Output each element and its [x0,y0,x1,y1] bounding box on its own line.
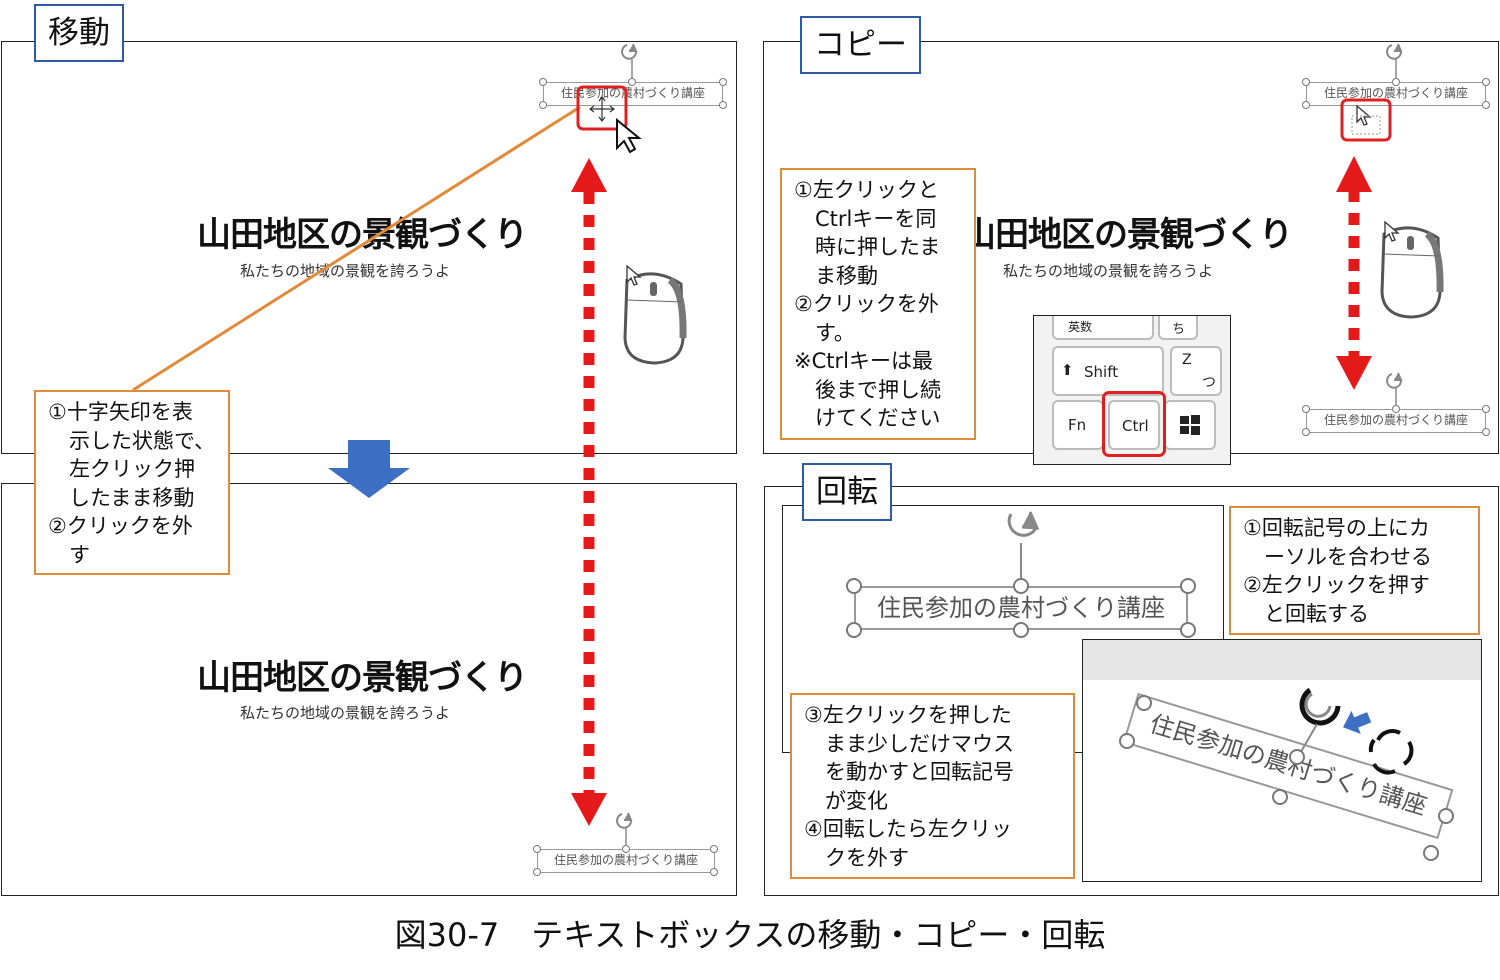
key-z: Z つ [1170,346,1222,396]
resize-handle[interactable] [1392,78,1400,86]
move-label: 移動 [34,4,124,62]
key-fn: Fn [1052,400,1104,450]
note-line: クを外す [804,845,909,870]
rotate-label: 回転 [802,463,892,521]
note-line: す [48,542,90,567]
note-line: ③左クリックを押した [804,703,1012,727]
resize-handle[interactable] [539,78,547,86]
slide-title-copy: 山田地区の景観づくり [962,215,1293,255]
textbox-rotated[interactable]: 住民参加の農村づくり講座 [1122,692,1454,840]
inset-top-bar [1083,640,1481,680]
note-line: ①回転記号の上にカ [1243,516,1430,540]
note-copy-steps: ①左クリックと Ctrlキーを同 時に押したま ま移動 ②クリックを外 す。 ※Ct… [780,168,976,440]
figure-caption: 図30-7 テキストボックスの移動・コピー・回転 [394,916,1106,954]
resize-handle[interactable] [719,101,727,109]
resize-handle[interactable] [1013,622,1029,638]
note-rotate-steps-2: ③左クリックを押した まま少しだけマウス を動かすと回転記号 が変化 ④回転したら… [790,693,1075,879]
resize-handle[interactable] [1302,101,1310,109]
note-line: まま少しだけマウス [804,731,1014,756]
resize-handle[interactable] [1482,405,1490,413]
note-line: 後まで押し続 [794,377,941,402]
slide-subtitle-before: 私たちの地域の景観を誇ろうよ [240,262,451,280]
shift-arrow-icon: ⬆ [1061,361,1074,379]
resize-handle[interactable] [710,868,718,876]
note-line: ま移動 [794,263,878,288]
key-ctrl: Ctrl [1108,400,1160,450]
slide-subtitle-after: 私たちの地域の景観を誇ろうよ [240,704,451,722]
resize-handle[interactable] [846,578,862,594]
rotated-inset: 住民参加の農村づくり講座 [1082,639,1482,882]
slide-title-after: 山田地区の景観づくり [197,658,528,698]
resize-handle[interactable] [1392,405,1400,413]
textbox-label: 住民参加の農村づくり講座 [553,853,698,867]
note-line: ①十字矢印を表 [48,400,193,424]
resize-handle[interactable] [533,845,541,853]
resize-handle[interactable] [1180,578,1196,594]
resize-handle[interactable] [1013,578,1029,594]
resize-handle[interactable] [1302,405,1310,413]
resize-handle[interactable] [1302,78,1310,86]
note-line: ②左クリックを押す [1243,573,1430,597]
slide-subtitle-copy: 私たちの地域の景観を誇ろうよ [1003,262,1214,280]
textbox-label: 住民参加の農村づくり講座 [1146,709,1431,821]
resize-handle[interactable] [622,845,630,853]
ctrl-highlight [1102,391,1166,457]
resize-handle[interactable] [710,845,718,853]
note-line: ※Ctrlキーは最 [794,349,933,373]
slide-title-before: 山田地区の景観づくり [197,215,528,255]
key-windows [1164,400,1216,450]
textbox-label: 住民参加の農村づくり講座 [560,86,705,100]
note-line: が変化 [804,788,888,813]
textbox-copy-duplicate[interactable]: 住民参加の農村づくり講座 [1306,409,1486,433]
note-line: 示した状態で、 [48,428,216,453]
resize-handle[interactable] [1482,78,1490,86]
resize-handle[interactable] [846,622,862,638]
key-shift: ⬆ Shift [1052,346,1164,396]
note-line: ②クリックを外 [794,292,939,316]
resize-handle[interactable] [1180,622,1196,638]
note-line: ①左クリックと [794,178,939,202]
note-move-steps: ①十字矢印を表 示した状態で、 左クリック押 したまま移動 ②クリックを外 す [34,390,230,575]
resize-handle[interactable] [1302,428,1310,436]
textbox-copy-original[interactable]: 住民参加の農村づくり講座 [1306,82,1486,106]
note-rotate-steps-1: ①回転記号の上にカ ーソルを合わせる ②左クリックを押す と回転する [1229,506,1480,635]
resize-handle[interactable] [533,868,541,876]
textbox-label: 住民参加の農村づくり講座 [877,594,1165,622]
textbox-after-move[interactable]: 住民参加の農村づくり講座 [537,849,715,873]
resize-handle[interactable] [1482,428,1490,436]
key-eisu: 英数 [1052,316,1154,340]
resize-handle[interactable] [628,78,636,86]
note-line: を動かすと回転記号 [804,760,1014,784]
resize-handle[interactable] [539,101,547,109]
resize-handle[interactable] [1482,101,1490,109]
note-line: したまま移動 [48,485,195,510]
note-line: ②クリックを外 [48,514,193,538]
note-line: ④回転したら左クリッ [804,817,1012,841]
textbox-label: 住民参加の農村づくり講座 [1323,86,1468,100]
windows-key-icon [1180,415,1200,435]
note-line: 左クリック押 [48,457,195,481]
note-line: 時に押したま [794,235,941,259]
note-line: Ctrlキーを同 [794,206,937,231]
note-line: す。 [794,320,855,345]
resize-handle[interactable] [719,78,727,86]
note-line: けてください [794,406,941,430]
textbox-label: 住民参加の農村づくり講座 [1323,413,1468,427]
keyboard-inset: 英数 ち ⬆ Shift Z つ Fn Ctrl [1033,315,1231,465]
note-line: ーソルを合わせる [1243,544,1432,569]
note-line: と回転する [1243,601,1369,626]
copy-label: コピー [800,16,921,74]
key-chi: ち [1158,316,1198,340]
